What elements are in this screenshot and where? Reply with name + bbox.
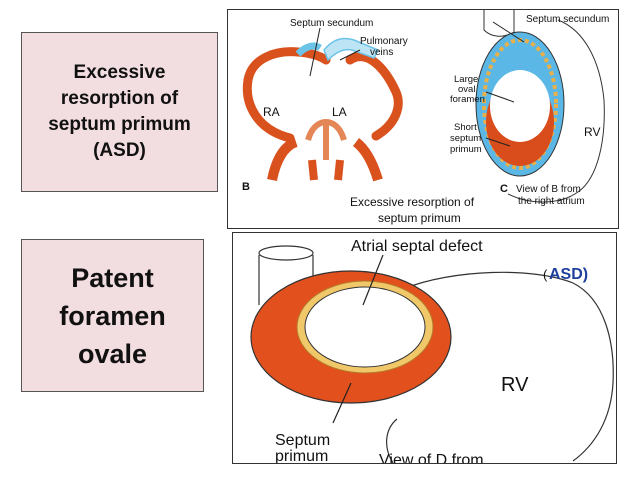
box-bottom-line-3: ovale bbox=[77, 338, 148, 369]
figure-bottom-drawing: Atrial septal defect ( ASD) RV Septum pr… bbox=[250, 238, 614, 463]
box-top-line-2: resorption of bbox=[60, 88, 179, 109]
pointer-septum-primum bbox=[332, 382, 352, 424]
box-top-line-1: Excessive bbox=[73, 62, 166, 83]
label-short: Short bbox=[454, 122, 477, 133]
label-ra: RA bbox=[263, 105, 280, 119]
label-foramen: foramen bbox=[450, 94, 485, 105]
la-lower-wall bbox=[352, 138, 383, 182]
label-pulmonary-2: veins bbox=[370, 47, 393, 58]
pointer-septum-secundum-c bbox=[492, 21, 525, 43]
label-view-2: the right atrium bbox=[518, 196, 585, 207]
ra-lower-wall bbox=[267, 137, 299, 182]
pulmonary-veins bbox=[323, 37, 380, 62]
box-bottom-line-2: foramen bbox=[59, 300, 166, 331]
label-pulmonary-1: Pulmonary bbox=[360, 36, 408, 47]
box-bottom-line-1: Patent bbox=[71, 262, 154, 293]
pointer-pulmonary-veins bbox=[339, 49, 361, 61]
label-atrial-septal-defect: Atrial septal defect bbox=[351, 238, 483, 255]
valve-stubs bbox=[308, 159, 344, 181]
label-septum-secundum-b: Septum secundum bbox=[290, 18, 373, 29]
label-rv-c: RV bbox=[584, 125, 600, 139]
box-top-line-4: (ASD) bbox=[93, 140, 146, 161]
pointer-short-septum bbox=[485, 137, 511, 147]
label-septum: septum bbox=[450, 133, 481, 144]
label-view-1: View of B from bbox=[516, 184, 581, 195]
patent-foramen-ovale-figure: Atrial septal defect ( ASD) RV Septum pr… bbox=[232, 232, 617, 464]
caption-top-1: Excessive resorption of bbox=[350, 195, 475, 209]
rv-outline-c bbox=[507, 19, 605, 203]
box-top-line-3: septum primum bbox=[48, 114, 191, 135]
label-primum: primum bbox=[450, 144, 482, 155]
label-asd: ASD) bbox=[549, 266, 588, 283]
pointer-septum-secundum-b bbox=[309, 27, 321, 77]
pointer-oval bbox=[485, 91, 515, 103]
pointer-asd bbox=[362, 254, 384, 306]
label-septum-b: Septum bbox=[275, 432, 330, 449]
label-large: Large bbox=[454, 74, 478, 85]
label-septum-secundum-c: Septum secundum bbox=[526, 14, 609, 25]
left-atrium-wall bbox=[345, 52, 403, 141]
label-la: LA bbox=[332, 105, 347, 119]
atrial-septal-defect-opening bbox=[304, 286, 426, 368]
excessive-resorption-box: Excessive resorption of septum primum (A… bbox=[21, 32, 218, 192]
figure-top-drawing: Septum secundum Pulmonary veins RA LA B … bbox=[242, 10, 609, 225]
large-oval-foramen bbox=[490, 70, 550, 142]
rv-outline bbox=[386, 271, 614, 463]
septum-secundum-b bbox=[295, 42, 322, 57]
panel-b-drawing bbox=[242, 27, 403, 182]
right-atrium-wall bbox=[242, 47, 331, 143]
label-rv: RV bbox=[501, 374, 529, 396]
svc-c bbox=[483, 10, 515, 37]
label-view-cut: View of D from bbox=[379, 452, 484, 463]
label-primum-b: primum bbox=[275, 448, 328, 463]
vena-cava bbox=[258, 245, 314, 305]
excessive-resorption-figure: Septum secundum Pulmonary veins RA LA B … bbox=[227, 9, 619, 229]
label-b: B bbox=[242, 181, 250, 193]
caption-top-2: septum primum bbox=[378, 211, 461, 225]
label-oval: oval bbox=[458, 84, 475, 95]
label-asd-paren: ( bbox=[543, 267, 548, 282]
label-c: C bbox=[500, 183, 508, 195]
patent-foramen-ovale-box: Patent foramen ovale bbox=[21, 239, 204, 392]
panel-c-drawing bbox=[475, 10, 605, 203]
